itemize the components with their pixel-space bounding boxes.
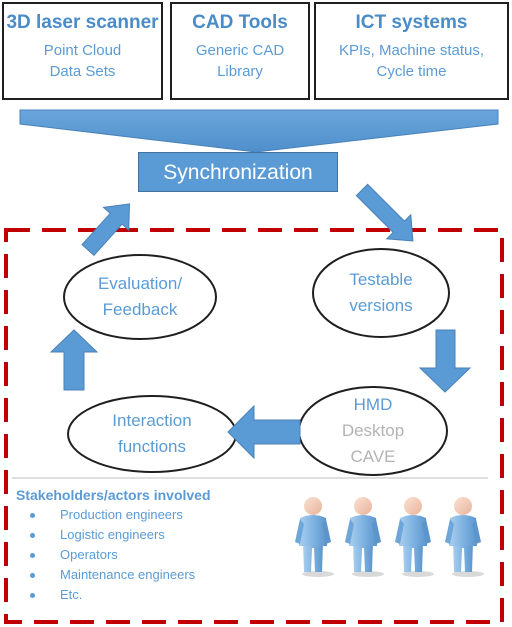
- arrow-display-to-interaction: [227, 404, 301, 460]
- arrow-interaction-to-eval: [49, 329, 99, 391]
- interaction-line-1: Interaction: [112, 411, 192, 430]
- testable-line-1: Testable: [349, 270, 413, 289]
- funnel-arrow: [19, 109, 499, 153]
- evaluation-line-1: Evaluation/: [97, 274, 183, 293]
- ict-systems-line-1: KPIs, Machine status,: [338, 42, 485, 59]
- arrow-testable-to-display: [418, 329, 472, 393]
- list-item: Production engineers: [16, 505, 286, 525]
- actors-group: [295, 497, 484, 577]
- laser-scanner-line-1: Point Cloud: [43, 42, 122, 59]
- laser-scanner-title: 3D laser scanner: [6, 12, 159, 33]
- source-box-laser-scanner: 3D laser scanner Point Cloud Data Sets: [2, 2, 163, 100]
- list-item: Maintenance engineers: [16, 565, 286, 585]
- ellipse-testable: [312, 248, 450, 338]
- list-item: Etc.: [16, 585, 286, 605]
- source-box-cad-tools: CAD Tools Generic CAD Library: [170, 2, 310, 100]
- stakeholders-list: Production engineers Logistic engineers …: [16, 505, 286, 605]
- synchronization-box: Synchronization: [138, 152, 338, 192]
- display-cave: CAVE: [350, 447, 396, 466]
- testable-versions-node: Testable versions: [314, 252, 448, 334]
- display-modes-node: HMD Desktop CAVE: [300, 390, 446, 472]
- ict-systems-line-2: Cycle time: [376, 63, 447, 80]
- ellipse-evaluation: [63, 254, 217, 340]
- evaluation-line-2: Feedback: [102, 300, 178, 319]
- cad-tools-line-2: Library: [217, 63, 263, 80]
- list-item: Operators: [16, 545, 286, 565]
- person-icon: [395, 497, 434, 577]
- stakeholders-heading: Stakeholders/actors involved: [16, 487, 211, 503]
- ict-systems-title: ICT systems: [355, 12, 468, 33]
- person-icon: [345, 497, 384, 577]
- display-desktop: Desktop: [341, 421, 405, 440]
- person-icon: [445, 497, 484, 577]
- source-box-ict-systems: ICT systems KPIs, Machine status, Cycle …: [314, 2, 509, 100]
- arrow-sync-to-testable: [355, 183, 414, 242]
- stakeholders-section: Stakeholders/actors involved Production …: [16, 487, 286, 605]
- person-icon: [295, 497, 334, 577]
- evaluation-feedback-node: Evaluation/ Feedback: [65, 258, 215, 336]
- display-hmd: HMD: [353, 395, 393, 414]
- list-item: Logistic engineers: [16, 525, 286, 545]
- cad-tools-line-1: Generic CAD: [195, 42, 285, 59]
- dashed-frame: [4, 228, 504, 624]
- cad-tools-title: CAD Tools: [192, 12, 288, 33]
- interaction-functions-node: Interaction functions: [68, 398, 236, 470]
- arrow-eval-to-sync: [81, 203, 131, 257]
- laser-scanner-line-2: Data Sets: [49, 63, 116, 80]
- interaction-line-2: functions: [117, 437, 187, 456]
- testable-line-2: versions: [349, 296, 413, 315]
